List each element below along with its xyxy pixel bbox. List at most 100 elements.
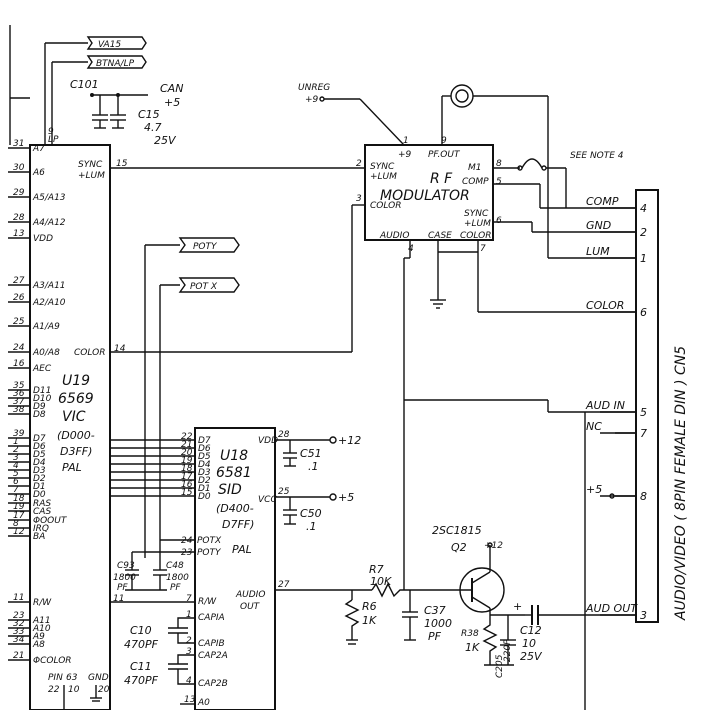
c37-label: C37 bbox=[424, 604, 446, 617]
u19-ref: U19 bbox=[62, 373, 90, 389]
u18-poty: POTY bbox=[197, 548, 222, 558]
rf-comp: COMP bbox=[462, 177, 489, 187]
u19-pin-name: D3 bbox=[33, 466, 46, 476]
jumper-right bbox=[541, 165, 547, 171]
plus5-b-terminal bbox=[609, 493, 615, 499]
u19-pin10: 10 bbox=[68, 685, 80, 695]
u18-name: SID bbox=[218, 482, 242, 498]
u18-pin-name: D3 bbox=[198, 468, 211, 478]
u19-pin-name: BA bbox=[33, 532, 45, 542]
cn5-title: AUDIO/VIDEO ( 8PIN FEMALE DIN ) CN5 bbox=[673, 346, 689, 621]
c93-value: 1800 bbox=[113, 573, 136, 583]
u18-pin-num: 19 bbox=[181, 456, 193, 466]
u18-pin27: 27 bbox=[278, 580, 290, 590]
u19-pin-num: 12 bbox=[13, 527, 25, 537]
u19-pin-name: ΦCOLOR bbox=[33, 656, 72, 666]
u19-pin-num: 33 bbox=[13, 627, 25, 637]
rf-sync-r: SYNC bbox=[464, 209, 489, 219]
r38-label: R38 bbox=[461, 629, 479, 639]
u19-pin-name: D8 bbox=[33, 410, 46, 420]
u19-pin-name: D9 bbox=[33, 402, 46, 412]
u18-capib: CAPIB bbox=[198, 639, 225, 649]
u19-pin-num: 3 bbox=[13, 453, 19, 463]
u19-pin-num: 2 bbox=[13, 445, 19, 455]
c101-label: C101 bbox=[70, 78, 99, 91]
c37-value: 1000 bbox=[424, 617, 452, 630]
u18-vcc: VCC bbox=[258, 495, 277, 505]
r6-label: R6 bbox=[362, 600, 377, 613]
rf-p2: 2 bbox=[356, 159, 362, 169]
u19-pin-name: A7 bbox=[32, 144, 45, 154]
u18-cap2b: CAP2B bbox=[198, 679, 228, 689]
u19-pin-name: A3/A11 bbox=[32, 281, 66, 291]
plus12-b-label: +12 bbox=[484, 541, 503, 551]
rf-p1: 1 bbox=[403, 136, 409, 146]
u19-pin-num: 11 bbox=[13, 593, 24, 603]
can-label: CAN bbox=[160, 82, 183, 95]
u18-rw: R/W bbox=[198, 597, 217, 607]
cn5-pin-num: 1 bbox=[640, 252, 647, 265]
u19-pin-name: RAS bbox=[33, 499, 51, 509]
u19-pin-num: 38 bbox=[13, 405, 25, 415]
rf-out-jack-inner bbox=[455, 89, 469, 103]
u19-pin-name: D7 bbox=[33, 434, 46, 444]
u18-pin-num: 17 bbox=[181, 472, 193, 482]
u19-pin-num: 13 bbox=[13, 229, 25, 239]
u19-pin-name: D6 bbox=[33, 442, 46, 452]
poty-label: POTY bbox=[193, 242, 218, 252]
u18-pin-num: 21 bbox=[181, 440, 192, 450]
c48-unit: PF bbox=[170, 583, 181, 593]
u18-poty-num: 23 bbox=[181, 548, 193, 558]
btna-tag bbox=[86, 55, 147, 69]
u18-a0-num: 13 bbox=[184, 695, 196, 705]
u19-pin-gnd: GND bbox=[88, 673, 109, 683]
rf-plus-in: +9 bbox=[398, 150, 412, 160]
u18-pin-name: D6 bbox=[198, 444, 211, 454]
rf-case: CASE bbox=[428, 231, 452, 241]
c50-label: C50 bbox=[300, 507, 322, 520]
u18-part: 6581 bbox=[216, 465, 252, 481]
u19-rw-pin11: 11 bbox=[113, 594, 124, 604]
u18-vdd: VDD bbox=[258, 436, 278, 446]
c37-unit: PF bbox=[428, 630, 442, 643]
cn5-pin-label: AUD IN bbox=[585, 399, 625, 412]
cn5-connector-body bbox=[635, 189, 659, 623]
plus12-a-label: +12 bbox=[338, 434, 361, 447]
c10-label: C10 bbox=[130, 624, 152, 637]
u18-ref: U18 bbox=[220, 448, 248, 464]
u19-pin20: 20 bbox=[98, 685, 110, 695]
u19-pin-num: 25 bbox=[13, 317, 25, 327]
u19-pin-name: A0/A8 bbox=[32, 348, 60, 358]
u19-pin-num: 26 bbox=[13, 293, 25, 303]
cn5-pin-num: 3 bbox=[640, 609, 647, 622]
u19-pin-name: D11 bbox=[33, 386, 51, 396]
u19-pin-num: 34 bbox=[13, 635, 25, 645]
u19-variant: PAL bbox=[62, 461, 82, 474]
u19-part: 6569 bbox=[58, 391, 94, 407]
c12-label: C12 bbox=[520, 624, 542, 637]
u18-pin-num: 18 bbox=[181, 464, 193, 474]
potx-tag bbox=[178, 277, 240, 293]
u19-pin-num: 29 bbox=[13, 188, 25, 198]
u18-potx: POTX bbox=[197, 536, 222, 546]
u19-pin-name: A1/A9 bbox=[32, 322, 60, 332]
u19-pin63: 63 bbox=[66, 673, 78, 683]
rf-pf-out: PF.OUT bbox=[428, 150, 461, 160]
c93-unit: PF bbox=[117, 583, 128, 593]
u19-pin-num: 1 bbox=[13, 437, 19, 447]
u18-addr2: D7FF) bbox=[222, 518, 254, 531]
u19-pin-name: CAS bbox=[33, 507, 51, 517]
u19-pin-name: ΦOOUT bbox=[33, 516, 68, 526]
q2-ref: Q2 bbox=[451, 541, 467, 554]
plus5-a-terminal bbox=[329, 493, 337, 501]
rf-p6: 6 bbox=[496, 216, 502, 226]
u19-pin-num: 24 bbox=[13, 343, 25, 353]
u19-pin-num: 36 bbox=[13, 389, 25, 399]
c11-label: C11 bbox=[130, 660, 152, 673]
u19-pin-num: 35 bbox=[13, 381, 25, 391]
u19-name: VIC bbox=[62, 409, 86, 425]
c15-voltage: 25V bbox=[154, 134, 177, 147]
u18-audio-out1: AUDIO bbox=[235, 590, 265, 600]
u19-pin-num: 30 bbox=[13, 163, 25, 173]
q2-type: 2SC1815 bbox=[432, 524, 482, 537]
